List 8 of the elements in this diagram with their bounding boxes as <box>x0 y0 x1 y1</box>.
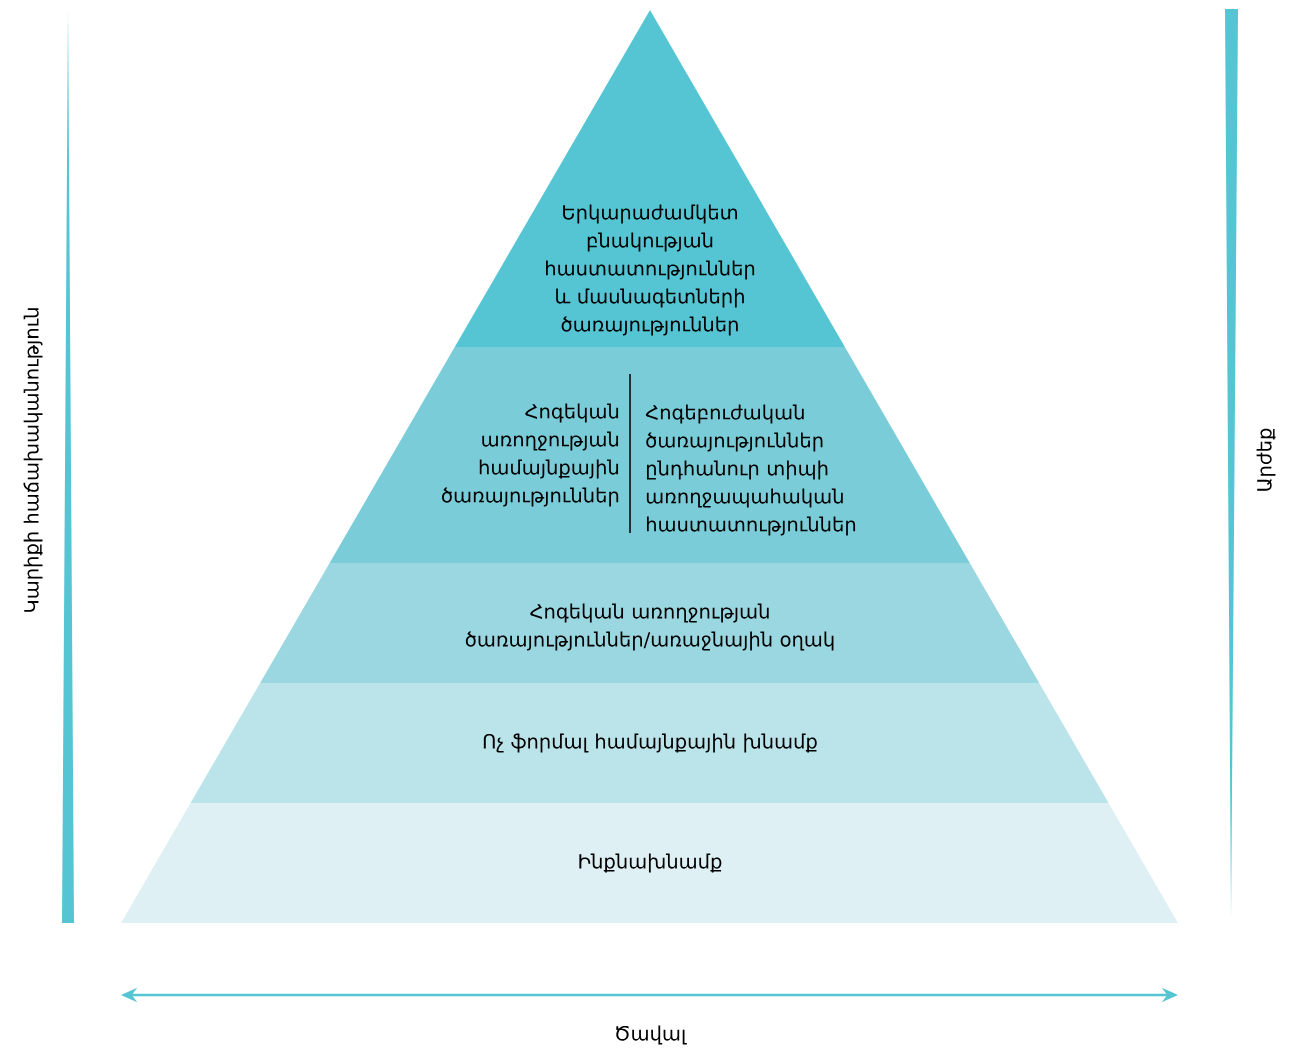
axis-label: Արժեք <box>1256 428 1276 491</box>
pyramid-level: Երկարաժամկետ բնակության հաստատություններ և մասնագետների ծառայություններ <box>454 10 845 347</box>
pyramid-level: Հոգեկան առողջության համայնքային ծառայություններ Հոգեբուժական ծառայություններ ընդհանուր տիպի առողջապահական հաստատություններ <box>329 347 970 563</box>
axis-label: Կարիքի հաճախականություն <box>23 308 43 612</box>
pyramid-level: Ոչ ֆորմալ համայնքային խնամք <box>190 683 1109 803</box>
pyramid-level: Հոգեկան առողջության ծառայություններ/առաջնային օղակ <box>260 563 1040 683</box>
axis-label: Ծավալ <box>616 1025 687 1045</box>
pyramid-level: Ինքնախնամք <box>121 803 1178 923</box>
